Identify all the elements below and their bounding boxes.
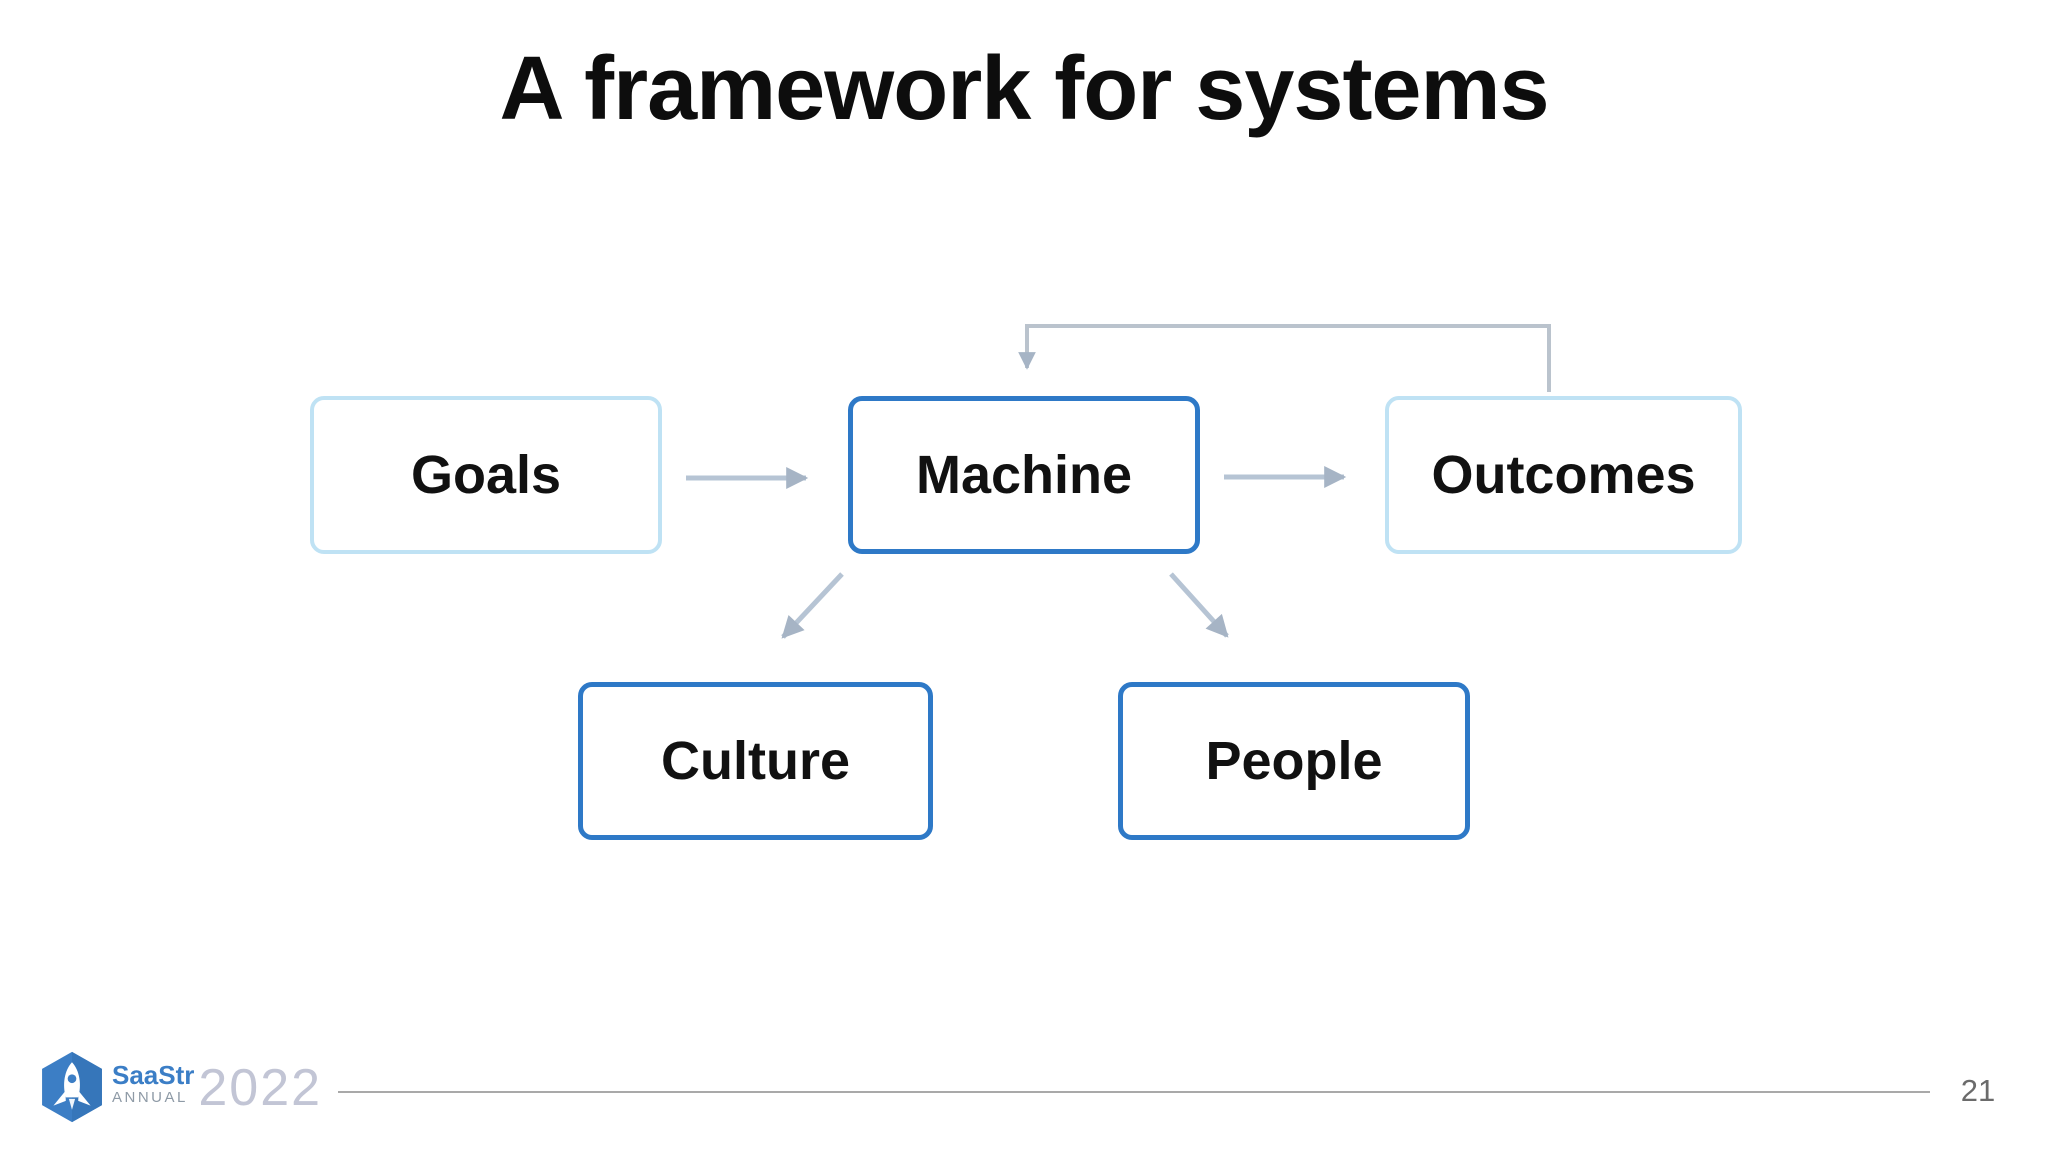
node-culture: Culture xyxy=(578,682,933,840)
arrow-machine-to-culture xyxy=(781,572,844,639)
node-goals: Goals xyxy=(310,396,662,554)
saastr-brand-text: SaaStr xyxy=(112,1060,195,1090)
saastr-rocket-hexagon-icon xyxy=(42,1051,102,1123)
arrow-machine-to-people xyxy=(1169,572,1229,638)
page-number: 21 xyxy=(1960,1073,1996,1108)
node-culture-label: Culture xyxy=(661,731,850,791)
slide-title: A framework for systems xyxy=(499,39,1549,139)
node-machine: Machine xyxy=(848,396,1200,554)
node-people-label: People xyxy=(1205,731,1383,791)
footer-divider-line xyxy=(338,1091,1930,1093)
saastr-annual-text: ANNUAL xyxy=(112,1089,188,1106)
arrow-feedback-outcomes-to-machine xyxy=(1018,324,1551,392)
node-machine-label: Machine xyxy=(915,445,1133,505)
saastr-wordmark: SaaStr ANNUAL xyxy=(112,1062,194,1105)
node-goals-label: Goals xyxy=(410,445,562,505)
node-outcomes-label: Outcomes xyxy=(1431,445,1696,505)
saastr-annual-logo: SaaStr ANNUAL 2022 xyxy=(40,1050,322,1124)
saastr-year-text: 2022 xyxy=(198,1059,323,1117)
node-people: People xyxy=(1118,682,1470,840)
node-outcomes: Outcomes xyxy=(1385,396,1742,554)
